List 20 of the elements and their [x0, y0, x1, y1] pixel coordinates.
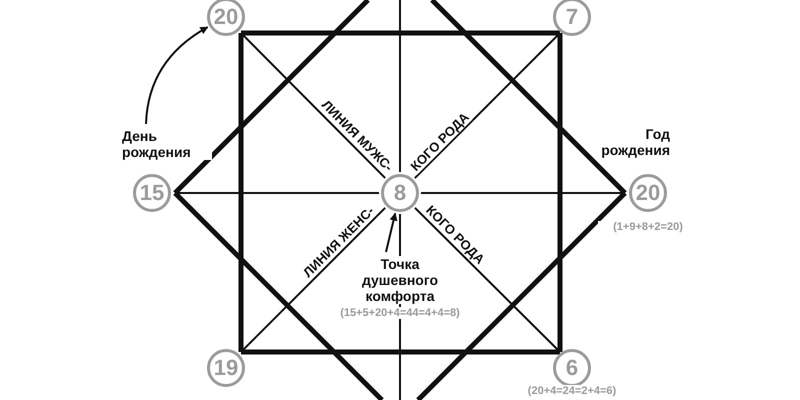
line: [173, 0, 370, 195]
number-circle: 20: [629, 174, 667, 212]
arrow: [385, 212, 398, 252]
line: [416, 191, 627, 400]
line: [173, 191, 384, 400]
number-circle: 19: [207, 349, 245, 387]
line: [399, 0, 401, 172]
annotation-text: День рождения: [122, 128, 212, 160]
number-circle: 20: [207, 0, 245, 36]
line: [241, 350, 560, 354]
caption-text: Год рождения: [600, 126, 670, 158]
line: [558, 33, 562, 352]
number-circle: 7: [553, 0, 591, 36]
number-circle: 15: [133, 174, 171, 212]
number-circle: 6: [553, 349, 591, 387]
line: [241, 30, 560, 36]
number-circle: 8: [381, 174, 419, 212]
line: [430, 0, 627, 195]
arrow: [145, 26, 208, 124]
line: [238, 33, 244, 352]
